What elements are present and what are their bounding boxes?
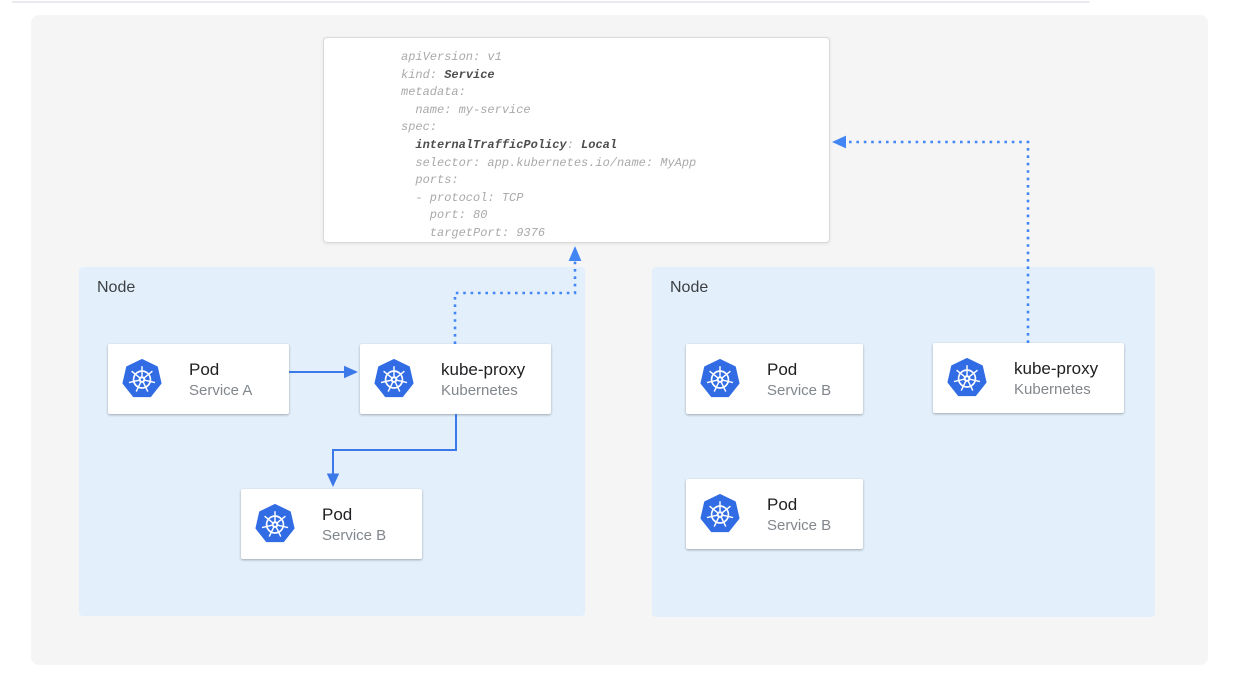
code-text: kind: xyxy=(401,67,445,82)
kubernetes-icon xyxy=(700,359,740,398)
kubernetes-icon xyxy=(947,358,987,397)
card-kube-proxy-right: kube-proxy Kubernetes xyxy=(933,343,1124,413)
card-pod-service-b-right-top: Pod Service B xyxy=(686,344,863,414)
kubernetes-icon xyxy=(374,359,414,398)
code-line: ports: xyxy=(401,173,459,188)
card-title: Pod xyxy=(322,504,353,524)
node-box-right xyxy=(652,267,1155,617)
code-line: - protocol: TCP xyxy=(401,190,524,205)
node-label-right: Node xyxy=(670,279,709,296)
code-line: selector: app.kubernetes.io/name: MyApp xyxy=(401,155,697,170)
code-line: internalTrafficPolicy: Local xyxy=(401,137,817,155)
card-title: kube-proxy xyxy=(441,359,526,379)
code-text-bold: Service xyxy=(444,67,495,82)
top-divider xyxy=(12,1,1090,3)
card-pod-service-b-left: Pod Service B xyxy=(241,489,422,559)
code-line: spec: xyxy=(401,120,438,135)
code-text-bold: internalTrafficPolicy xyxy=(415,137,567,152)
card-subtitle: Kubernetes xyxy=(441,381,518,399)
code-line: apiVersion: v1 xyxy=(401,50,502,64)
code-text xyxy=(401,138,415,152)
card-subtitle: Service B xyxy=(767,516,832,534)
code-line: targetPort: 9376 xyxy=(401,225,546,240)
card-kube-proxy-left: kube-proxy Kubernetes xyxy=(360,344,551,414)
card-title: Pod xyxy=(189,359,220,379)
card-pod-service-a: Pod Service A xyxy=(108,344,289,414)
code-line: kind: Service xyxy=(401,67,817,85)
code-line: name: my-service xyxy=(401,102,531,117)
kubernetes-icon xyxy=(700,494,740,533)
card-pod-service-b-right-bottom: Pod Service B xyxy=(686,479,863,549)
code-line: port: 80 xyxy=(401,208,488,223)
node-box-left xyxy=(79,267,585,616)
card-subtitle: Service B xyxy=(767,381,832,399)
code-text: : xyxy=(566,137,582,152)
yaml-code-card: apiVersion: v1 kind: Service metadata: n… xyxy=(323,37,830,243)
kubernetes-icon xyxy=(122,359,162,398)
node-label-left: Node xyxy=(97,279,136,296)
card-subtitle: Service A xyxy=(189,381,253,399)
card-title: Pod xyxy=(767,494,798,514)
code-line: metadata: xyxy=(401,85,466,100)
card-title: kube-proxy xyxy=(1014,358,1099,378)
card-title: Pod xyxy=(767,359,798,379)
kubernetes-icon xyxy=(255,504,295,543)
card-subtitle: Kubernetes xyxy=(1014,380,1091,398)
code-text-bold: Local xyxy=(581,137,618,152)
card-subtitle: Service B xyxy=(322,526,387,544)
